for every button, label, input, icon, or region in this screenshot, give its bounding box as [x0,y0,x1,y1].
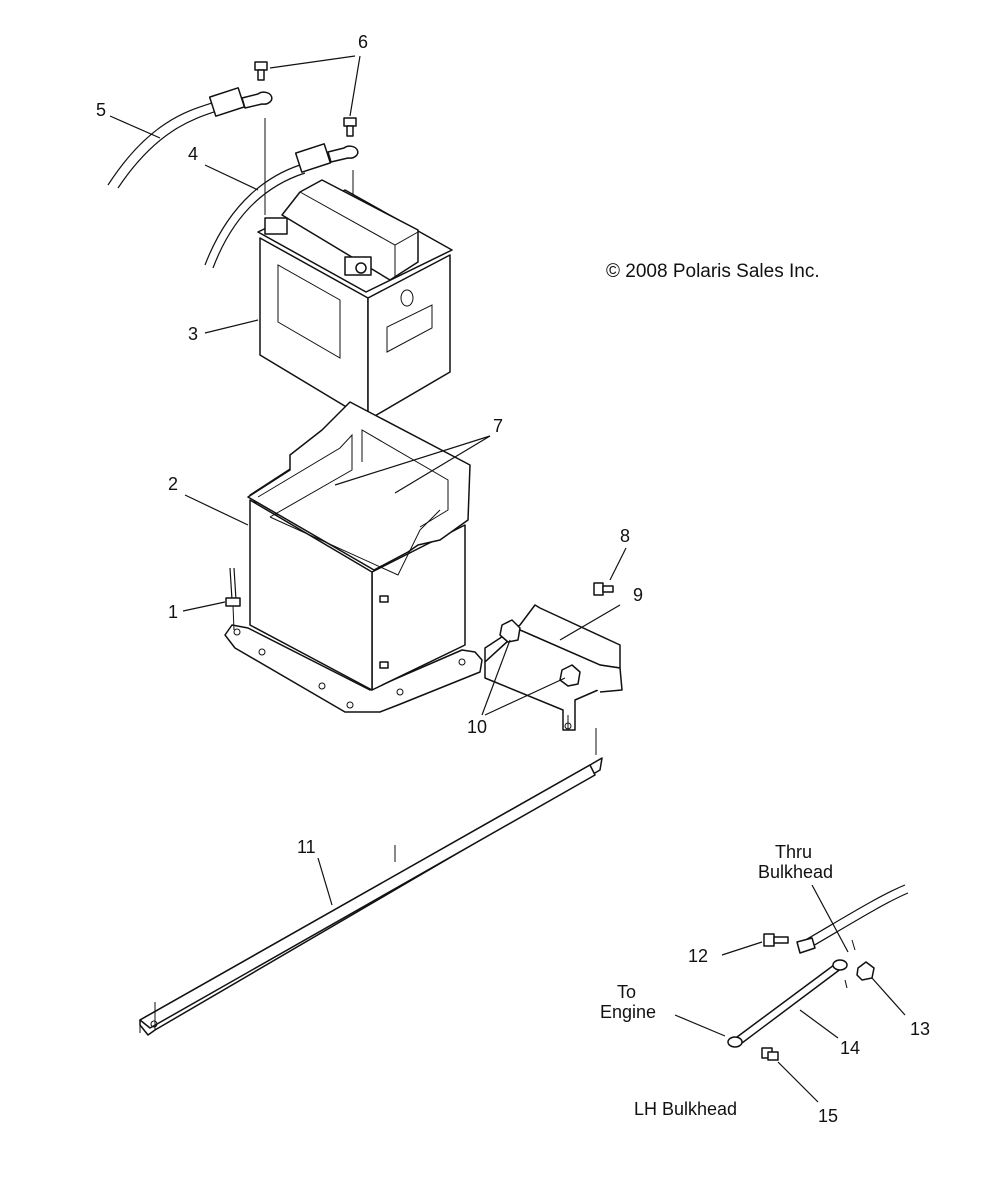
lh-bulkhead-label: LH Bulkhead [634,1099,737,1119]
support-rail [139,728,603,1036]
to-engine-line2: Engine [600,1002,656,1022]
callout-10: 10 [467,717,487,737]
negative-cable [107,87,273,189]
leader-lines [109,55,906,1103]
nut-13 [856,961,875,981]
callout-11: 11 [297,837,316,857]
callout-12: 12 [688,946,708,966]
callout-labels: 6 5 4 3 7 2 1 8 9 10 11 12 13 14 15 [96,32,930,1126]
callout-13: 13 [910,1019,930,1039]
bolt-12 [763,933,789,947]
ground-strap [727,959,848,1048]
positive-cable [204,143,359,269]
callout-4: 4 [188,144,198,164]
callout-7: 7 [493,416,503,436]
thru-bulkhead-line2: Bulkhead [758,862,833,882]
bulkhead-cable [796,884,909,954]
battery-bracket [484,604,623,731]
callout-1: 1 [168,602,178,622]
notes: © 2008 Polaris Sales Inc. Thru Bulkhead … [600,261,833,1119]
thru-bulkhead-line1: Thru [775,842,812,862]
to-engine-line1: To [617,982,636,1002]
flange-nut-a [499,619,521,643]
terminal-bolt-right [343,117,357,137]
screw [593,582,614,596]
callout-5: 5 [96,100,106,120]
callout-6: 6 [358,32,368,52]
copyright-text: © 2008 Polaris Sales Inc. [606,261,820,282]
callout-3: 3 [188,324,198,344]
callout-15: 15 [818,1106,838,1126]
callout-2: 2 [168,474,178,494]
bolt-15 [761,1047,779,1061]
callout-14: 14 [840,1038,860,1058]
battery-box [224,401,483,713]
battery [257,179,453,421]
terminal-bolt-left [254,61,268,81]
callout-8: 8 [620,526,630,546]
callout-9: 9 [633,585,643,605]
push-rivet [225,567,241,631]
